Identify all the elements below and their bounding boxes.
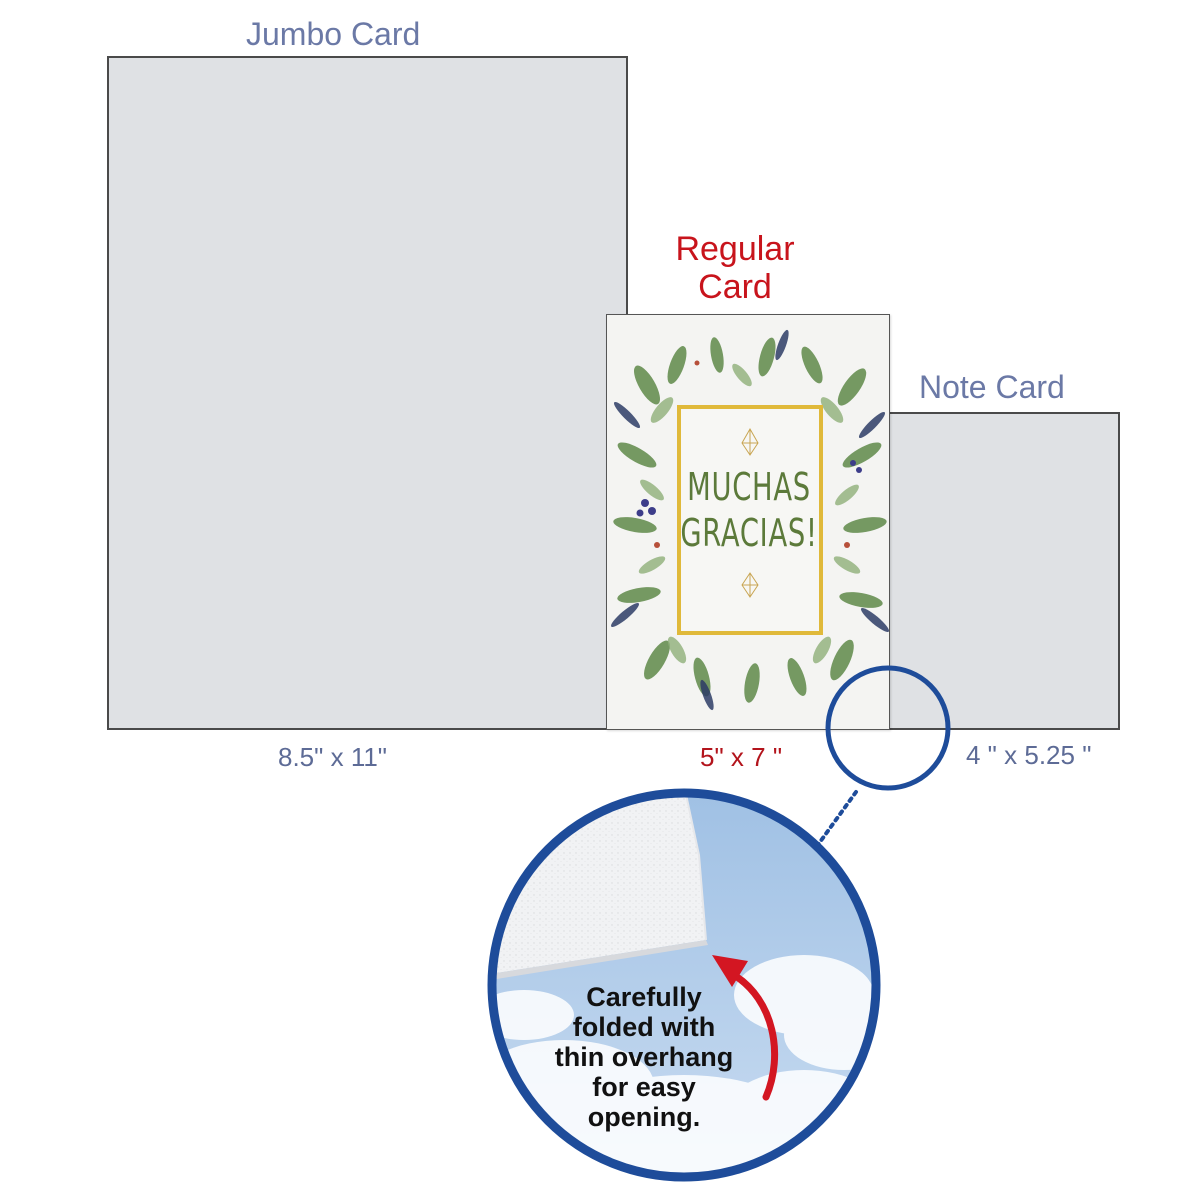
red-curved-arrow — [712, 955, 779, 1101]
card-text-line1: MUCHAS — [687, 465, 811, 509]
jumbo-card-label: Jumbo Card — [246, 16, 421, 52]
highlight-circle — [825, 665, 951, 791]
diamond-ornament — [741, 427, 759, 598]
note-card-label: Note Card — [919, 369, 1065, 405]
regular-card-label-line2: Card — [698, 268, 772, 306]
leaf-cluster — [610, 329, 889, 711]
zoom-caption: Carefully folded with thin overhang for … — [514, 982, 774, 1132]
caption-line: for easy — [592, 1072, 696, 1102]
zoom-lens — [487, 788, 881, 1182]
caption-line: thin overhang — [554, 1042, 734, 1072]
regular-card-size: 5" x 7 " — [700, 742, 783, 772]
note-card — [888, 412, 1120, 730]
regular-card-label: Regular Card — [650, 230, 820, 306]
caption-line: Carefully — [586, 982, 702, 1012]
regular-card: MUCHAS GRACIAS! — [606, 314, 890, 730]
card-text-line2: GRACIAS! — [680, 511, 818, 555]
caption-line: folded with — [572, 1012, 716, 1042]
regular-card-label-line1: Regular — [675, 230, 795, 268]
jumbo-card-size: 8.5" x 11" — [278, 742, 388, 772]
caption-line: opening. — [587, 1102, 701, 1132]
jumbo-card — [107, 56, 628, 730]
foliage-wreath — [610, 329, 889, 711]
note-card-size: 4 " x 5.25 " — [966, 740, 1092, 770]
